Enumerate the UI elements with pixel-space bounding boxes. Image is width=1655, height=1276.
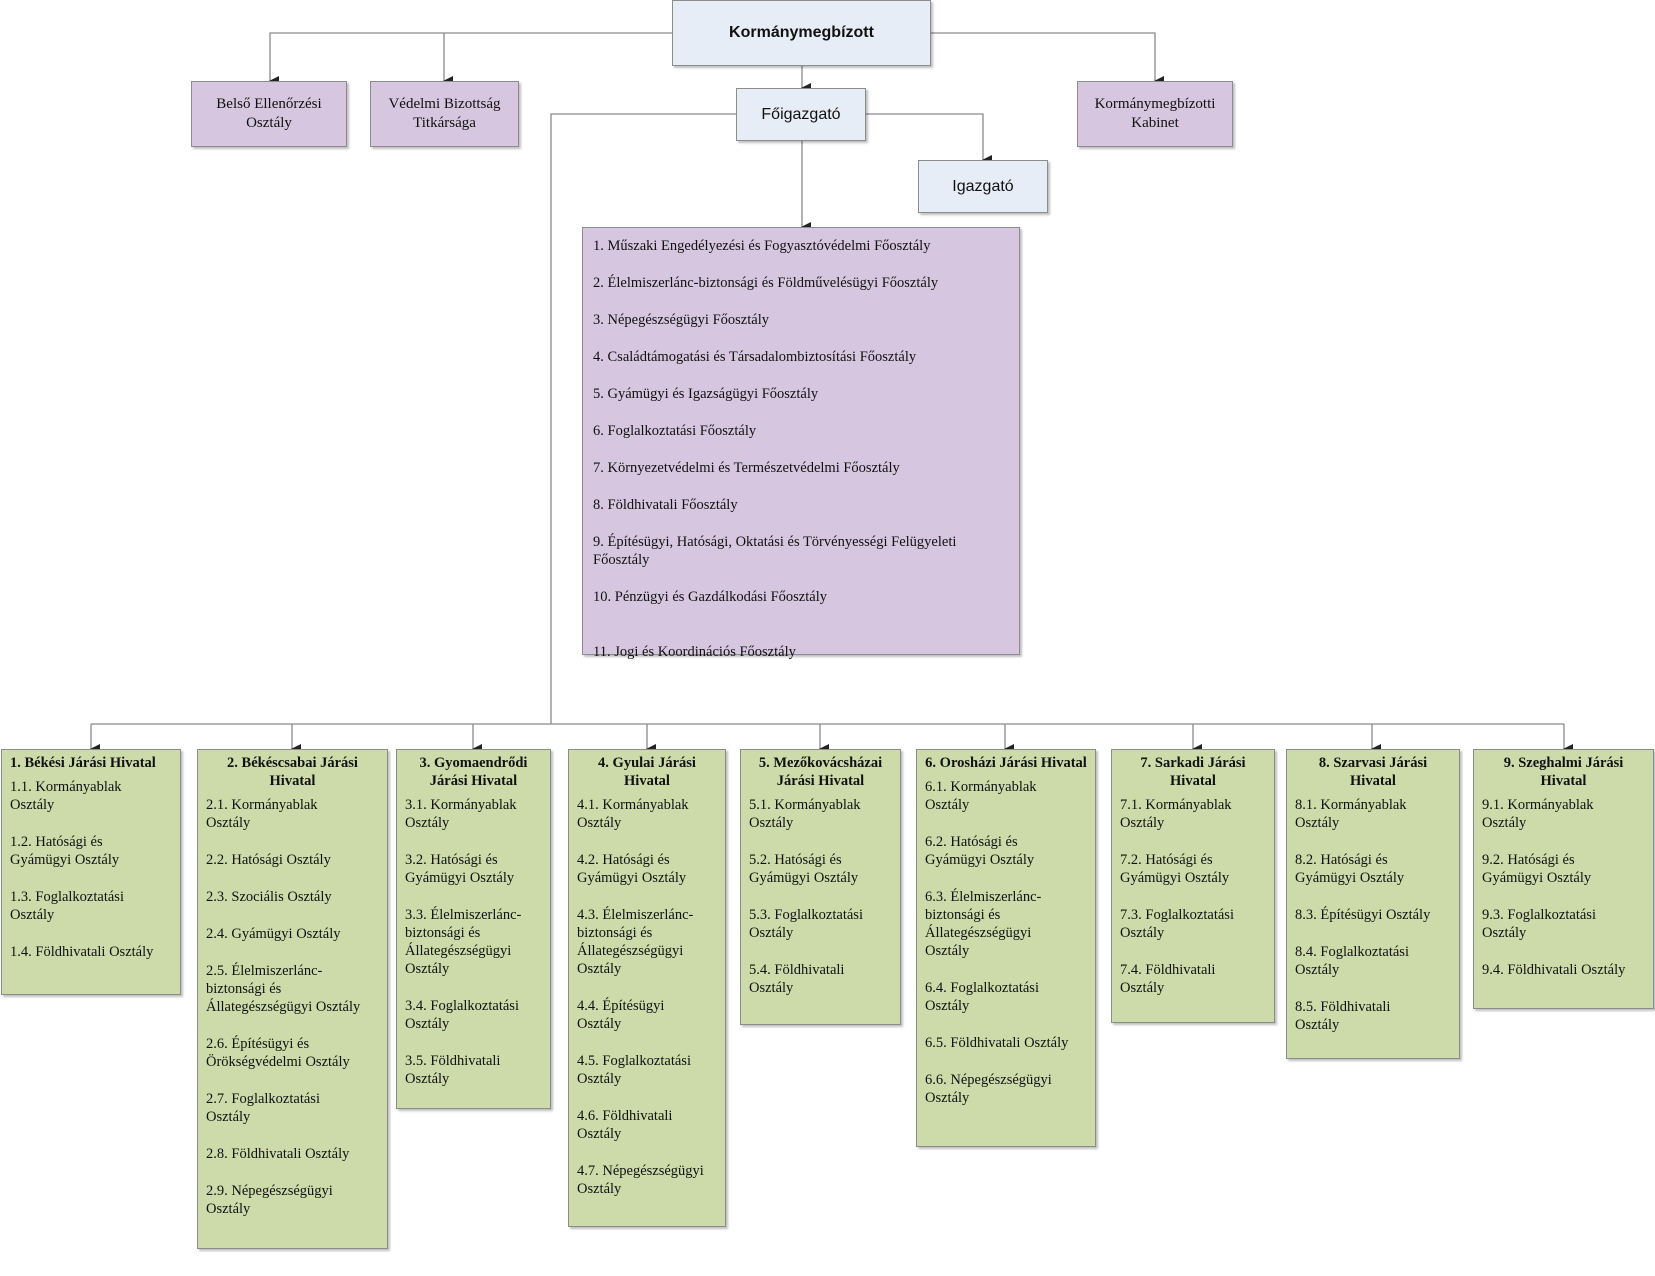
department-item: 5. Gyámügyi és Igazságügyi Főosztály — [593, 386, 819, 402]
district-box-5: 5. Mezőkovácsházai Járási Hivatal 5.1. K… — [740, 749, 901, 1025]
internal-audit-box: Belső Ellenőrzési Osztály — [191, 81, 347, 147]
district-item: 2.2. Hatósági Osztály — [206, 852, 331, 868]
district-item: 4.3. Élelmiszerlánc- biztonsági és Állat… — [577, 907, 694, 977]
district-item: 8.2. Hatósági és Gyámügyi Osztály — [1295, 852, 1405, 886]
government-commissioner-box: Kormánymegbízott — [672, 0, 931, 66]
district-item: 3.5. Földhivatali Osztály — [405, 1053, 501, 1087]
district-title: 7. Sarkadi Járási Hivatal — [1140, 755, 1246, 789]
district-item: 2.1. Kormányablak Osztály — [206, 797, 318, 831]
district-item: 1.4. Földhivatali Osztály — [10, 944, 154, 960]
district-item: 9.1. Kormányablak Osztály — [1482, 797, 1594, 831]
district-box-4: 4. Gyulai Járási Hivatal 4.1. Kormányabl… — [568, 749, 726, 1227]
district-item: 4.2. Hatósági és Gyámügyi Osztály — [577, 852, 687, 886]
district-box-1: 1. Békési Járási Hivatal 1.1. Kormányabl… — [1, 749, 181, 995]
district-box-7: 7. Sarkadi Járási Hivatal 7.1. Kormányab… — [1111, 749, 1275, 1023]
district-item: 2.9. Népegészségügyi Osztály — [206, 1183, 333, 1217]
district-item: 4.6. Földhivatali Osztály — [577, 1108, 673, 1142]
department-item: 7. Környezetvédelmi és Természetvédelmi … — [593, 460, 900, 476]
district-item: 9.4. Földhivatali Osztály — [1482, 962, 1626, 978]
district-item: 6.6. Népegészségügyi Osztály — [925, 1072, 1052, 1106]
district-item: 4.1. Kormányablak Osztály — [577, 797, 689, 831]
district-item: 1.2. Hatósági és Gyámügyi Osztály — [10, 834, 120, 868]
district-item: 7.2. Hatósági és Gyámügyi Osztály — [1120, 852, 1230, 886]
district-title: 1. Békési Járási Hivatal — [10, 755, 156, 771]
department-item: 10. Pénzügyi és Gazdálkodási Főosztály — [593, 589, 827, 605]
district-item: 9.3. Foglalkoztatási Osztály — [1482, 907, 1596, 941]
district-item: 8.4. Foglalkoztatási Osztály — [1295, 944, 1409, 978]
district-title: 4. Gyulai Járási Hivatal — [598, 755, 696, 789]
district-item: 4.5. Foglalkoztatási Osztály — [577, 1053, 691, 1087]
district-item: 7.4. Földhivatali Osztály — [1120, 962, 1216, 996]
cabinet-box: Kormánymegbízotti Kabinet — [1077, 81, 1233, 147]
district-title: 3. Gyomaendrődi Járási Hivatal — [419, 755, 528, 789]
department-item: 1. Műszaki Engedélyezési és Fogyasztóvéd… — [593, 238, 931, 254]
district-item: 7.3. Foglalkoztatási Osztály — [1120, 907, 1234, 941]
district-box-6: 6. Orosházi Járási Hivatal 6.1. Kormánya… — [916, 749, 1096, 1147]
district-item: 5.1. Kormányablak Osztály — [749, 797, 861, 831]
district-title: 2. Békéscsabai Járási Hivatal — [227, 755, 358, 789]
connector-top-to-belso — [269, 32, 672, 86]
district-item: 1.1. Kormányablak Osztály — [10, 779, 122, 813]
district-title: 8. Szarvasi Járási Hivatal — [1318, 755, 1428, 789]
defense-committee-label: Védelmi Bizottság Titkársága — [388, 96, 501, 131]
government-commissioner-label: Kormánymegbízott — [729, 24, 874, 41]
district-item: 2.3. Szociális Osztály — [206, 889, 332, 905]
district-item: 6.2. Hatósági és Gyámügyi Osztály — [925, 834, 1035, 868]
district-item: 6.1. Kormányablak Osztály — [925, 779, 1037, 813]
cabinet-label: Kormánymegbízotti Kabinet — [1094, 96, 1216, 131]
district-title: 6. Orosházi Járási Hivatal — [925, 755, 1087, 771]
district-title: 9. Szeghalmi Járási Hivatal — [1503, 755, 1624, 789]
district-item: 1.3. Foglalkoztatási Osztály — [10, 889, 124, 923]
district-box-9: 9. Szeghalmi Járási Hivatal 9.1. Kormány… — [1473, 749, 1654, 1009]
department-item: 6. Foglalkoztatási Főosztály — [593, 423, 757, 439]
district-item: 6.5. Földhivatali Osztály — [925, 1035, 1069, 1051]
district-item: 5.4. Földhivatali Osztály — [749, 962, 845, 996]
department-item: 8. Földhivatali Főosztály — [593, 497, 738, 513]
department-item: 4. Családtámogatási és Társadalombiztosí… — [593, 349, 917, 365]
connector-foigazgato-to-districts — [550, 113, 736, 724]
district-item: 8.5. Földhivatali Osztály — [1295, 999, 1391, 1033]
district-item: 7.1. Kormányablak Osztály — [1120, 797, 1232, 831]
district-item: 2.4. Gyámügyi Osztály — [206, 926, 341, 942]
district-item: 4.4. Építésügyi Osztály — [577, 998, 665, 1032]
district-item: 2.6. Építésügyi és Örökségvédelmi Osztál… — [206, 1036, 350, 1070]
district-box-8: 8. Szarvasi Járási Hivatal 8.1. Kormánya… — [1286, 749, 1460, 1059]
district-item: 6.4. Foglalkoztatási Osztály — [925, 980, 1039, 1014]
district-item: 3.3. Élelmiszerlánc- biztonsági és Állat… — [405, 907, 522, 977]
departments-box: 1. Műszaki Engedélyezési és Fogyasztóvéd… — [582, 227, 1020, 660]
connector-top-to-kabinet — [930, 32, 1164, 86]
district-item: 9.2. Hatósági és Gyámügyi Osztály — [1482, 852, 1592, 886]
district-item: 5.3. Foglalkoztatási Osztály — [749, 907, 863, 941]
connector-foigazgato-to-igazgato — [866, 113, 992, 165]
district-title: 5. Mezőkovácsházai Járási Hivatal — [758, 755, 883, 789]
district-box-3: 3. Gyomaendrődi Járási Hivatal 3.1. Korm… — [396, 749, 551, 1109]
director-general-label: Főigazgató — [761, 105, 841, 123]
director-label: Igazgató — [952, 177, 1014, 195]
district-item: 6.3. Élelmiszerlánc- biztonsági és Állat… — [925, 889, 1042, 959]
district-item: 4.7. Népegészségügyi Osztály — [577, 1163, 704, 1197]
district-item: 2.5. Élelmiszerlánc- biztonsági és Állat… — [206, 963, 361, 1015]
district-item: 2.7. Foglalkoztatási Osztály — [206, 1091, 320, 1125]
director-box: Igazgató — [918, 160, 1048, 213]
district-item: 3.2. Hatósági és Gyámügyi Osztály — [405, 852, 515, 886]
defense-committee-box: Védelmi Bizottság Titkársága — [370, 81, 519, 147]
department-item: 11. Jogi és Koordinációs Főosztály — [593, 644, 796, 660]
district-box-2: 2. Békéscsabai Járási Hivatal 2.1. Kormá… — [197, 749, 388, 1249]
department-item: 9. Építésügyi, Hatósági, Oktatási és Tör… — [593, 534, 957, 568]
director-general-box: Főigazgató — [736, 88, 866, 141]
district-item: 8.1. Kormányablak Osztály — [1295, 797, 1407, 831]
district-item: 8.3. Építésügyi Osztály — [1295, 907, 1431, 923]
internal-audit-label: Belső Ellenőrzési Osztály — [216, 96, 322, 131]
district-item: 3.1. Kormányablak Osztály — [405, 797, 517, 831]
department-item: 3. Népegészségügyi Főosztály — [593, 312, 769, 328]
department-item: 2. Élelmiszerlánc-biztonsági és Földműve… — [593, 275, 939, 291]
district-item: 2.8. Földhivatali Osztály — [206, 1146, 350, 1162]
district-item: 3.4. Foglalkoztatási Osztály — [405, 998, 519, 1032]
district-item: 5.2. Hatósági és Gyámügyi Osztály — [749, 852, 859, 886]
